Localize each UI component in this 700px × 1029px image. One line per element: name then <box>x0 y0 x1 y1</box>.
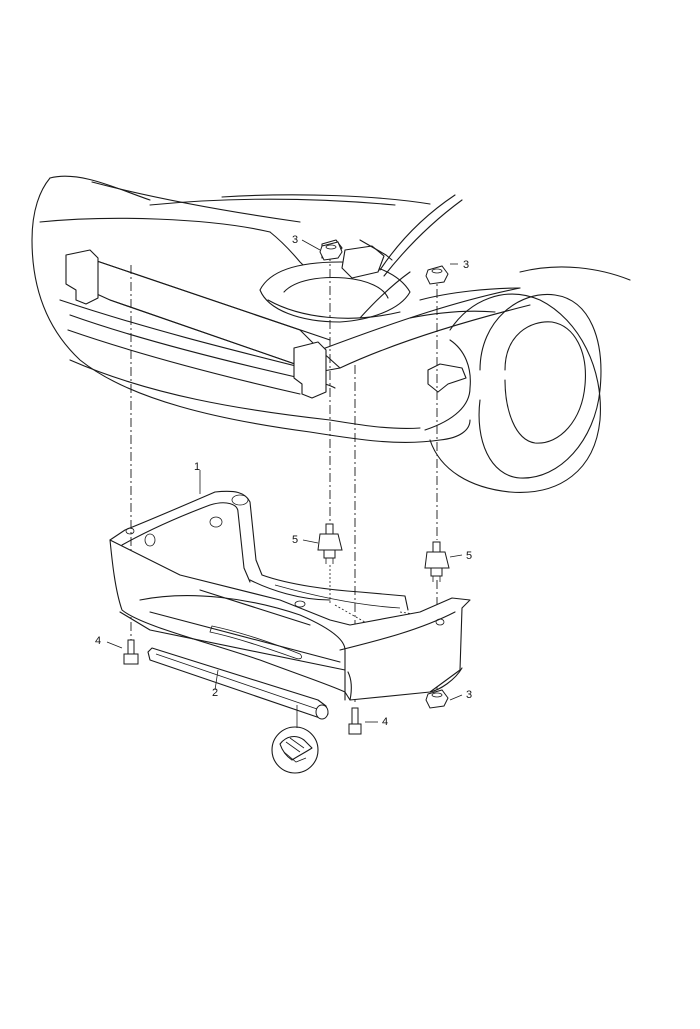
callout-3-top-left: 3 <box>292 234 298 246</box>
callout-2: 2 <box>212 687 218 699</box>
callout-1: 1 <box>194 461 200 473</box>
callout-5-right: 5 <box>466 550 472 562</box>
underbody-guard <box>109 490 471 701</box>
bolt-left <box>123 639 139 665</box>
leader-lines <box>106 239 463 723</box>
bolt-right <box>348 707 362 735</box>
callout-4-right: 4 <box>382 716 388 728</box>
nut-bottom <box>425 689 449 709</box>
nut-top-left <box>319 241 343 261</box>
nut-top-right <box>425 265 449 285</box>
callout-labels: 1 2 3 3 3 4 4 5 5 <box>95 234 472 728</box>
callout-3-bottom: 3 <box>466 689 472 701</box>
seal-strip <box>147 647 329 728</box>
callout-5-left: 5 <box>292 534 298 546</box>
vehicle-front-body <box>31 175 631 493</box>
callout-4-left: 4 <box>95 635 101 647</box>
callout-3-top-right: 3 <box>463 259 469 271</box>
rubber-mount-left <box>317 523 343 564</box>
rubber-mount-right <box>424 541 450 582</box>
fluid-symbol-icon <box>271 726 319 774</box>
